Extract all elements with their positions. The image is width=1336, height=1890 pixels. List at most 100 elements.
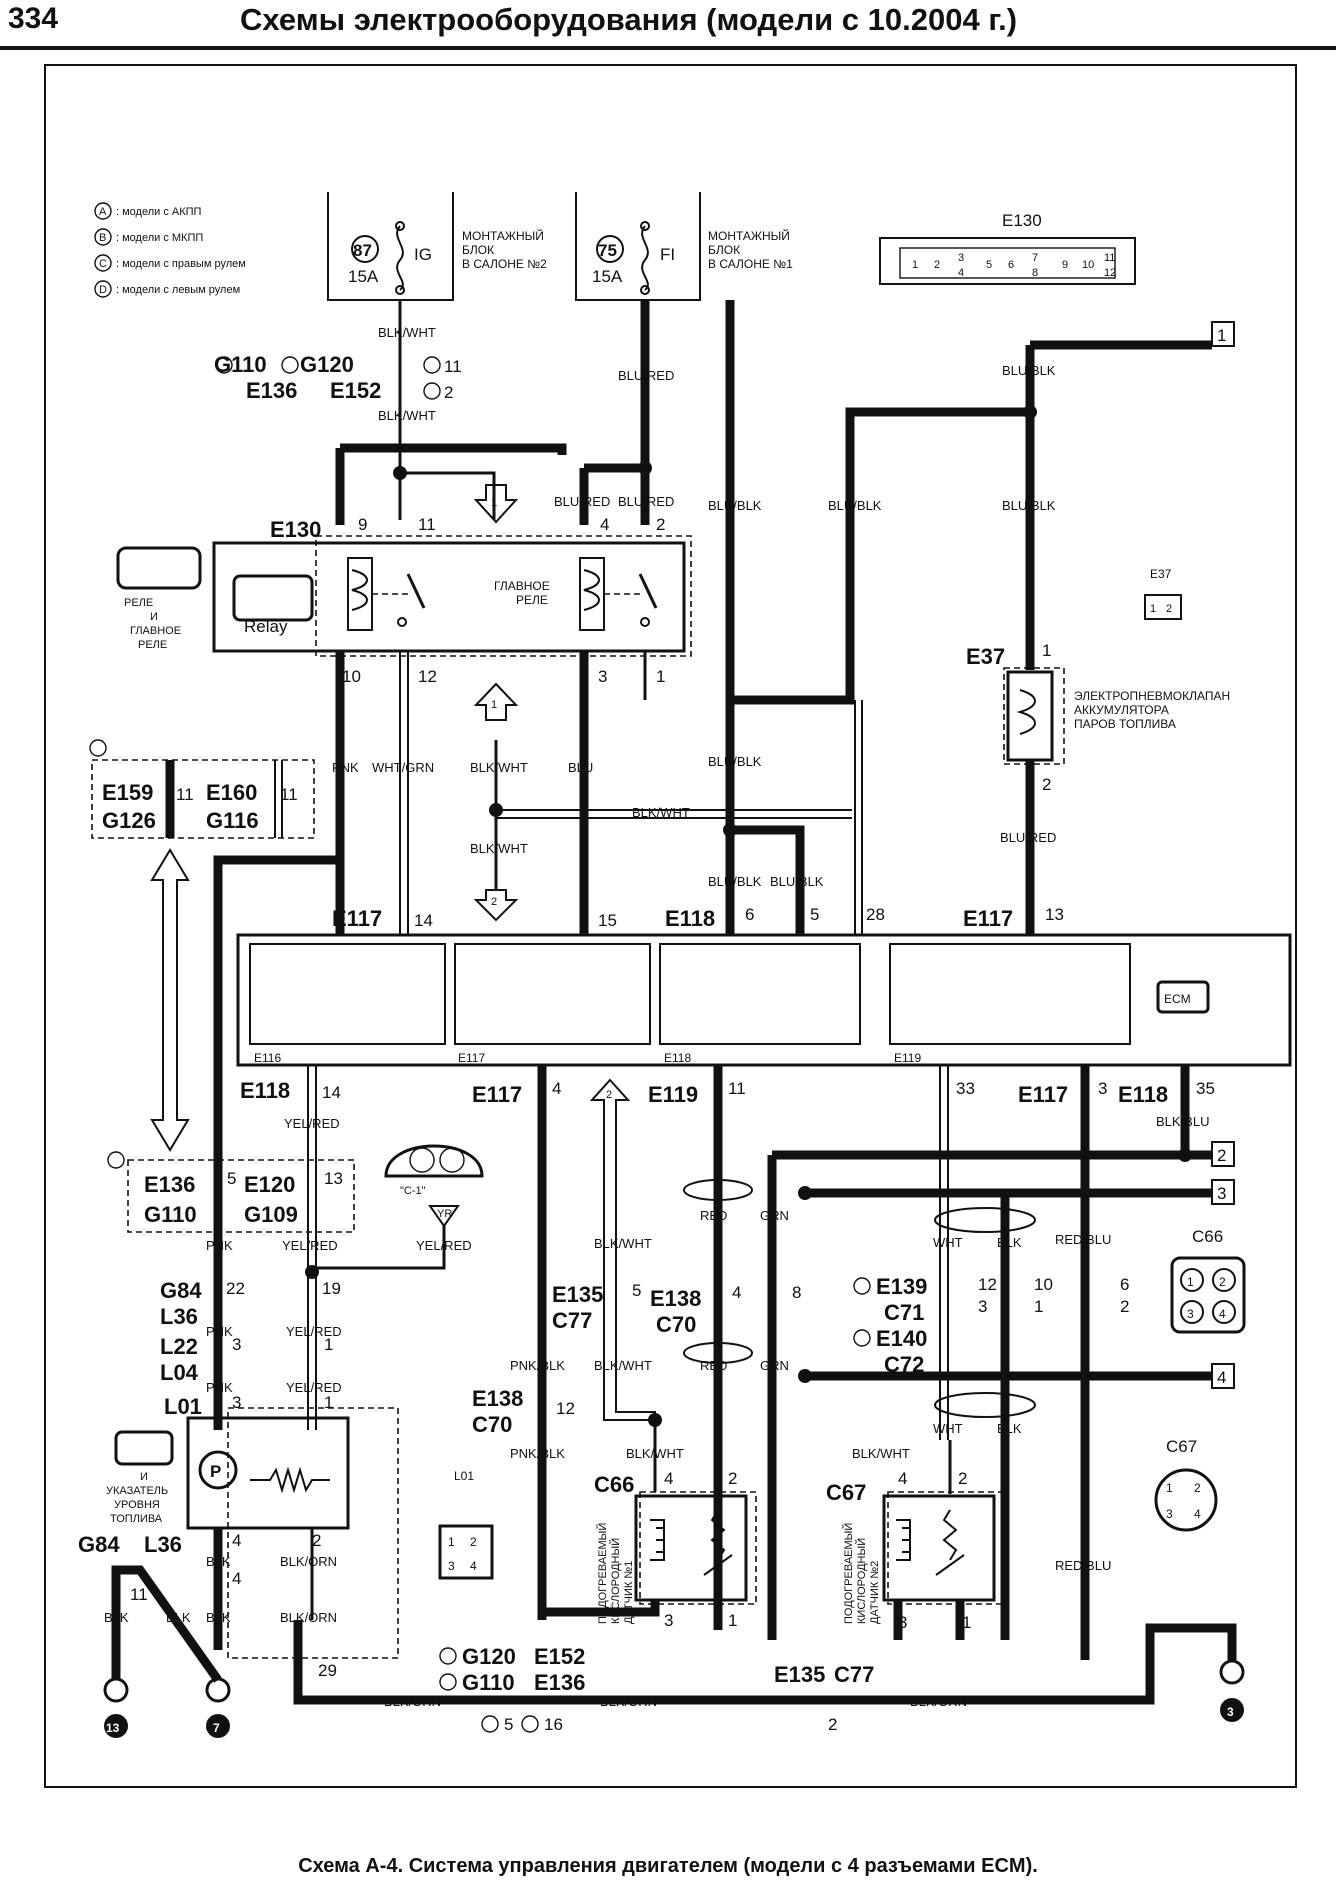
wire-label-yelred-1: YEL/RED [284, 1116, 340, 1131]
conn-c77: C77 [552, 1308, 592, 1333]
conn-e118-a: E118 [665, 906, 715, 931]
wire-label-yelred-3: YEL/RED [282, 1238, 338, 1253]
conn-e117-b: E117 [963, 906, 1013, 931]
ecm-block: E117 14 15 E118 6 5 28 E117 13 E116 E117… [236, 905, 1292, 1067]
e130-pin-6: 6 [1008, 259, 1014, 271]
conn-g84-b: G84 [78, 1532, 120, 1557]
wire-label-blured-2: BLU/RED [554, 494, 610, 509]
pin-3-c: 3 [232, 1335, 241, 1354]
pin-4-c67: 4 [898, 1469, 907, 1488]
legend-d-mark: D [99, 284, 107, 296]
wire-label-blu: BLU [568, 760, 593, 775]
pin-2: 2 [656, 515, 665, 534]
relay-label-3: ГЛАВНОЕ [130, 625, 181, 637]
legend-a-mark: A [99, 206, 107, 218]
wire-label-blk-4: BLK [206, 1610, 231, 1625]
e160-pin-11: 11 [280, 785, 298, 804]
wire-label-blured-4: BLU/RED [1000, 830, 1056, 845]
e130-top-label: E130 [1002, 211, 1042, 230]
pin-2-c66: 2 [728, 1469, 737, 1488]
pin-1-d: 1 [324, 1393, 333, 1412]
e37-desc-1: ЭЛЕКТРОПНЕВМОКЛАПАН [1074, 689, 1230, 703]
sensor2-1: ПОДОГРЕВАЕМЫЙ [842, 1523, 855, 1624]
wire-label-blkwht-1: BLK/WHT [378, 325, 436, 340]
fuse-fi-number: 75 [598, 241, 617, 260]
sensor2-3: ДАТЧИК №2 [869, 1561, 881, 1624]
conn-e130: E130 [270, 517, 321, 542]
conn-e152: E152 [330, 378, 381, 403]
pin-33: 33 [956, 1079, 975, 1098]
conn-c67-side: C67 [1166, 1437, 1197, 1456]
e130-pin-4: 4 [958, 267, 964, 279]
pin-11: 11 [418, 515, 436, 534]
conn-e138: E138 [650, 1286, 701, 1311]
pin-1-e139: 1 [1034, 1297, 1043, 1316]
conn-e118-b: E118 [240, 1078, 290, 1103]
e37-pin-1: 1 [1150, 603, 1156, 615]
legend-c-mark: C [99, 258, 107, 270]
wire-label-wht-1: WHT [933, 1235, 963, 1250]
fuse-ig-block-2: БЛОК [462, 243, 494, 257]
wire-label-blublk-6: BLU/BLK [708, 874, 762, 889]
conn-c77-b: C77 [834, 1662, 874, 1687]
e37-small-label: E37 [1150, 567, 1172, 581]
e37-pin-label-1: 1 [1042, 641, 1051, 660]
relay-label-1: РЕЛЕ [124, 597, 153, 609]
yr-label: YR [437, 1208, 452, 1220]
arrow-1-a-label: 1 [491, 497, 497, 509]
pin-4-e138: 4 [732, 1283, 741, 1302]
main-relay-2: РЕЛЕ [516, 593, 548, 607]
arrow-4-right-label: 4 [1217, 1368, 1226, 1387]
arrow-2-right-label: 2 [1217, 1146, 1226, 1165]
ecm-conn-e116: E116 [254, 1051, 281, 1065]
wire-label-blublk-5: BLU/BLK [708, 754, 762, 769]
pin-19: 19 [322, 1279, 341, 1298]
conn-l36-b: L36 [144, 1532, 182, 1557]
sensor1-1: ПОДОГРЕВАЕМЫЙ [596, 1523, 609, 1624]
l01-pin-3: 3 [448, 1559, 455, 1573]
main-relay-1: ГЛАВНОЕ [494, 579, 550, 593]
pin-22: 22 [226, 1279, 245, 1298]
wire-label-blk-3: BLK [206, 1554, 231, 1569]
conn-c66: C66 [594, 1472, 634, 1497]
conn-c71: C71 [884, 1300, 924, 1325]
wire-label-blkwht-4: BLK/WHT [632, 805, 690, 820]
ecm-label: ECM [1164, 992, 1191, 1006]
conn-l04: L04 [160, 1360, 199, 1385]
pin-3-b: 3 [1098, 1079, 1107, 1098]
diagram-frame [44, 64, 1297, 1788]
conn-e152-b: E152 [534, 1644, 585, 1669]
wire-label-wht-2: WHT [933, 1421, 963, 1436]
pin-1-c66: 1 [728, 1611, 737, 1630]
pump-label-3: УРОВНЯ [114, 1499, 160, 1511]
pin-12: 12 [418, 667, 437, 686]
pin-1-c: 1 [324, 1335, 333, 1354]
e130-pin-11: 11 [1104, 252, 1115, 264]
conn-e139: E139 [876, 1274, 927, 1299]
pin-28: 28 [866, 905, 885, 924]
conn-e159: E159 [102, 780, 153, 805]
wire-label-blkorn-2: BLK/ORN [280, 1610, 337, 1625]
conn-e136-b: E136 [144, 1172, 195, 1197]
page-number: 334 [8, 2, 59, 35]
wire-label-pnk-4: PNK [206, 1380, 233, 1395]
pin-6: 6 [745, 905, 754, 924]
wire-label-blkwht-9: BLK/WHT [852, 1446, 910, 1461]
pump-label-1: И [140, 1471, 148, 1483]
wire-label-blublk-1: BLU/BLK [708, 498, 762, 513]
pin-8: 8 [792, 1283, 801, 1302]
c66-side-pin-4: 4 [1219, 1307, 1226, 1321]
wire-label-yelred-4: YEL/RED [286, 1324, 342, 1339]
wire-label-blkwht-7: BLK/WHT [594, 1358, 652, 1373]
arrow-3-right-label: 3 [1217, 1184, 1226, 1203]
pin-3-c67: 3 [898, 1613, 907, 1632]
pin-13: 13 [1045, 905, 1064, 924]
pump-p-label: P [210, 1462, 221, 1481]
e159-e160-box: E159 G126 11 E160 G116 11 [89, 739, 315, 839]
e130-pin-8: 8 [1032, 267, 1038, 279]
arrow-2-b-label: 2 [606, 1089, 612, 1101]
pin-4-c66: 4 [664, 1469, 673, 1488]
pin-2-e135: 2 [828, 1715, 837, 1734]
fuse-ig-block-1: МОНТАЖНЫЙ [462, 228, 544, 243]
